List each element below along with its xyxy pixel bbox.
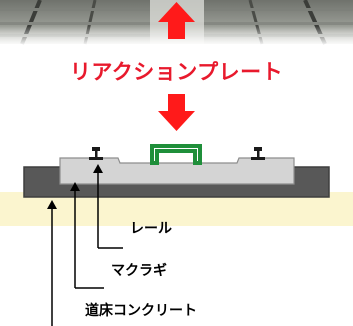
sleeper-label: マクラギ <box>111 263 167 279</box>
down-arrow-icon <box>158 94 195 131</box>
leader-line-slab <box>47 200 57 326</box>
slab-label: 道床コンクリート <box>85 303 197 319</box>
rail-left <box>89 147 103 160</box>
reaction-plate <box>150 144 202 165</box>
sleeper <box>59 157 295 185</box>
rail-right <box>251 147 265 160</box>
leader-line-sleeper <box>70 182 104 289</box>
rail-label: レール <box>130 221 172 237</box>
up-arrow-icon <box>158 2 195 39</box>
reaction-plate-title: リアクションプレート <box>69 60 284 84</box>
leader-line-rail <box>93 164 123 249</box>
